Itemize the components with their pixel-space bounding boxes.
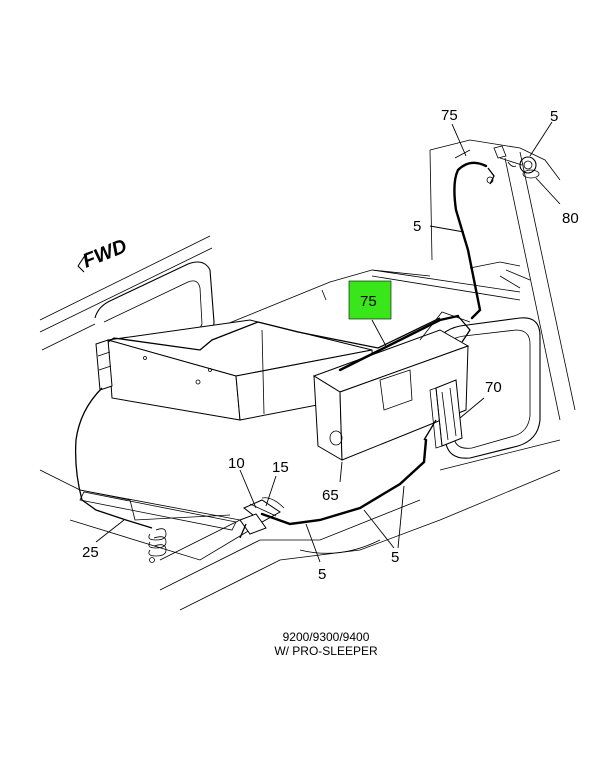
callout-75-top[interactable]: 75: [441, 107, 458, 124]
callout-75-highlight[interactable]: 75: [360, 293, 377, 310]
highlight-callout-box[interactable]: [348, 280, 392, 320]
callout-5-left-upper[interactable]: 5: [413, 218, 421, 235]
caption-line-1: 9200/9300/9400: [283, 630, 370, 644]
fwd-arrow-icon: [77, 252, 87, 273]
leader-lines: [95, 121, 561, 563]
coiled-cable-25: [148, 528, 167, 563]
callout-65[interactable]: 65: [322, 487, 339, 504]
callout-25[interactable]: 25: [82, 544, 99, 561]
fwd-label: FWD: [80, 235, 130, 272]
cab-frame: [39, 139, 576, 611]
fwd-indicator: FWD: [77, 235, 130, 273]
wire-harness: [74, 161, 531, 539]
right-storage-box: [312, 311, 471, 461]
module-70: [429, 379, 463, 449]
callout-labels: 75 5 80 5 75 70 10 15 65 25 5 5: [82, 107, 579, 583]
callout-5-bottom-right[interactable]: 5: [391, 549, 399, 566]
callout-5-top-right[interactable]: 5: [550, 108, 558, 125]
callout-70[interactable]: 70: [485, 379, 502, 396]
callout-15[interactable]: 15: [272, 459, 289, 476]
left-connector: [95, 339, 113, 391]
callout-5-bottom-mid[interactable]: 5: [318, 566, 326, 583]
callout-10[interactable]: 10: [228, 455, 245, 472]
floor-connectors: [239, 497, 285, 535]
diagram-caption: 9200/9300/9400 W/ PRO-SLEEPER: [274, 630, 378, 658]
caption-line-2: W/ PRO-SLEEPER: [274, 644, 378, 658]
lamp-80: [493, 145, 540, 179]
callout-80[interactable]: 80: [562, 210, 579, 227]
